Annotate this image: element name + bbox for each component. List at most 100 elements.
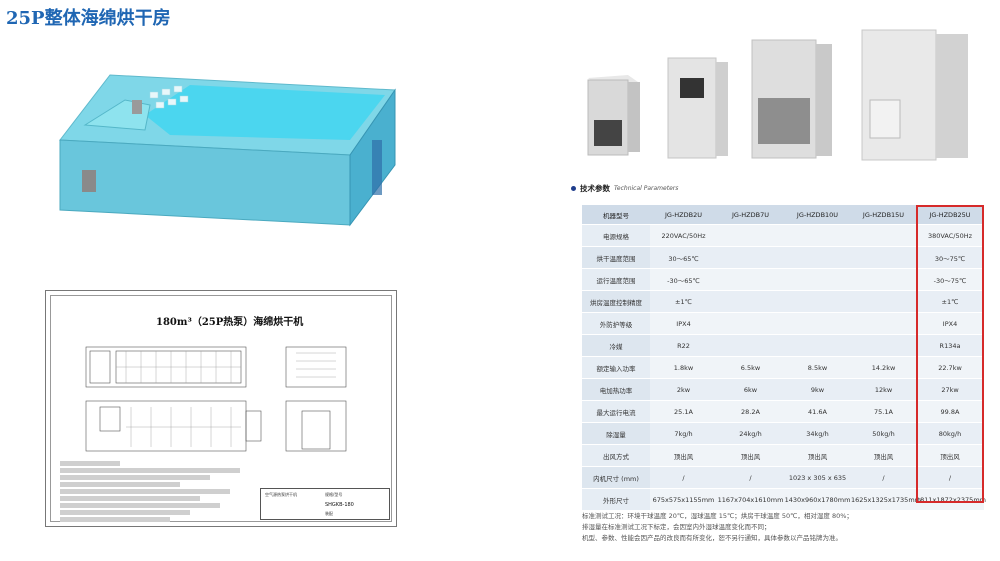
spec-cell: 顶出风	[717, 444, 784, 467]
spec-cell: 380VAC/50Hz	[916, 224, 984, 247]
spec-cell: 675x575x1155mm	[650, 488, 717, 511]
spec-cell	[851, 224, 916, 247]
spec-header-row: 机器型号 JG-HZDB2U JG-HZDB7U JG-HZDB10U JG-H…	[582, 205, 984, 225]
spec-row-label: 外形尺寸	[582, 488, 650, 511]
spec-cell: ±1℃	[916, 290, 984, 313]
drawing-title-block: 空气源热泵烘干机 规格/型号 SHGKB-180 装配	[260, 488, 390, 520]
spec-row-label: 除湿量	[582, 422, 650, 445]
spec-cell	[851, 246, 916, 269]
spec-row-label: 额定输入功率	[582, 356, 650, 379]
drawing-views	[85, 346, 347, 452]
col-header: JG-HZDB10U	[784, 205, 851, 225]
titleblock-label: 规格/型号	[325, 492, 343, 497]
col-header: 机器型号	[582, 205, 650, 225]
spec-cell: 30～65℃	[650, 246, 717, 269]
spec-row-label: 电源规格	[582, 224, 650, 247]
spec-cell: 1167x704x1610mm	[717, 488, 784, 511]
spec-footnotes: 标准测试工况：环境干球温度 20℃，湿球温度 15℃；烘房干球温度 50℃，相对…	[582, 511, 992, 544]
spec-row-label: 最大运行电流	[582, 400, 650, 423]
spec-cell: -30～65℃	[650, 268, 717, 291]
spec-cell: 25.1A	[650, 400, 717, 423]
machine-15u	[861, 29, 968, 161]
engineering-drawing: 180m³（25P热泵）海绵烘干机	[45, 290, 397, 527]
col-header: JG-HZDB25U	[916, 205, 984, 225]
spec-row-label: 外防护等级	[582, 312, 650, 335]
spec-cell: 8.5kw	[784, 356, 851, 379]
spec-cell: 41.6A	[784, 400, 851, 423]
spec-row-label: 内机尺寸 (mm)	[582, 466, 650, 489]
footnote-line: 标准测试工况：环境干球温度 20℃，湿球温度 15℃；烘房干球温度 50℃，相对…	[582, 512, 853, 520]
spec-cell: 34kg/h	[784, 422, 851, 445]
spec-cell: 14.2kw	[851, 356, 916, 379]
spec-cell	[717, 224, 784, 247]
spec-cell: R22	[650, 334, 717, 357]
spec-cell: /	[916, 466, 984, 489]
spec-row-label: 运行温度范围	[582, 268, 650, 291]
spec-cell: 顶出风	[916, 444, 984, 467]
spec-cell: 1023 x 305 x 635	[784, 466, 851, 489]
titleblock-name: 空气源热泵烘干机	[265, 492, 297, 497]
footnote-line: 排湿量在标准测试工况下标定，会因室内外湿球温度变化而不同；	[582, 523, 771, 531]
col-header: JG-HZDB7U	[717, 205, 784, 225]
spec-cell: 1625x1325x1735mm	[851, 488, 921, 511]
spec-cell: 1811x1872x2375mm	[916, 488, 986, 511]
spec-cell	[784, 224, 851, 247]
spec-cell: 28.2A	[717, 400, 784, 423]
bullet-dot-icon	[571, 186, 576, 191]
spec-row: 出风方式顶出风顶出风顶出风顶出风顶出风	[582, 444, 984, 467]
spec-cell	[851, 334, 916, 357]
spec-cell	[784, 246, 851, 269]
spec-row-label: 出风方式	[582, 444, 650, 467]
spec-cell: 220VAC/50Hz	[650, 224, 717, 247]
titleblock-code: SHGKB-180	[325, 502, 354, 508]
footnote-line: 机型、参数、性能会因产品的改良而有所变化，恕不另行通知，具体参数以产品铭牌为准。	[582, 534, 842, 542]
spec-cell: 30～75℃	[916, 246, 984, 269]
spec-cell	[851, 290, 916, 313]
spec-cell	[717, 246, 784, 269]
spec-row-label: 冷媒	[582, 334, 650, 357]
spec-cell	[784, 268, 851, 291]
spec-row-label: 烘房温度控制精度	[582, 290, 650, 313]
page-title: 25P整体海绵烘干房	[6, 8, 171, 29]
spec-cell: 7kg/h	[650, 422, 717, 445]
spec-cell	[717, 268, 784, 291]
spec-row-label: 烘干温度范围	[582, 246, 650, 269]
spec-cell: /	[851, 466, 916, 489]
spec-cell: 6kw	[717, 378, 784, 401]
spec-cell: 24kg/h	[717, 422, 784, 445]
spec-cell: 顶出风	[851, 444, 916, 467]
spec-cell: 50kg/h	[851, 422, 916, 445]
spec-cell: -30～75℃	[916, 268, 984, 291]
spec-cell	[784, 290, 851, 313]
spec-cell: 顶出风	[650, 444, 717, 467]
machine-2u	[587, 75, 640, 156]
machine-10u	[751, 39, 832, 159]
drying-room-3d-render	[59, 74, 396, 227]
spec-cell	[717, 312, 784, 335]
spec-cell	[784, 312, 851, 335]
spec-cell: 9kw	[784, 378, 851, 401]
spec-cell	[851, 268, 916, 291]
spec-row: 内机尺寸 (mm)//1023 x 305 x 635//	[582, 466, 984, 489]
spec-cell: ±1℃	[650, 290, 717, 313]
spec-cell: 1430x960x1780mm	[784, 488, 851, 511]
machine-lineup-image	[587, 29, 968, 161]
machine-7u	[667, 57, 728, 159]
col-header: JG-HZDB2U	[650, 205, 717, 225]
spec-cell	[717, 334, 784, 357]
spec-cell	[784, 334, 851, 357]
spec-cell: 99.8A	[916, 400, 984, 423]
drawing-frame	[50, 295, 392, 522]
spec-cell	[717, 290, 784, 313]
spec-row-label: 电加热功率	[582, 378, 650, 401]
spec-cell: IPX4	[650, 312, 717, 335]
